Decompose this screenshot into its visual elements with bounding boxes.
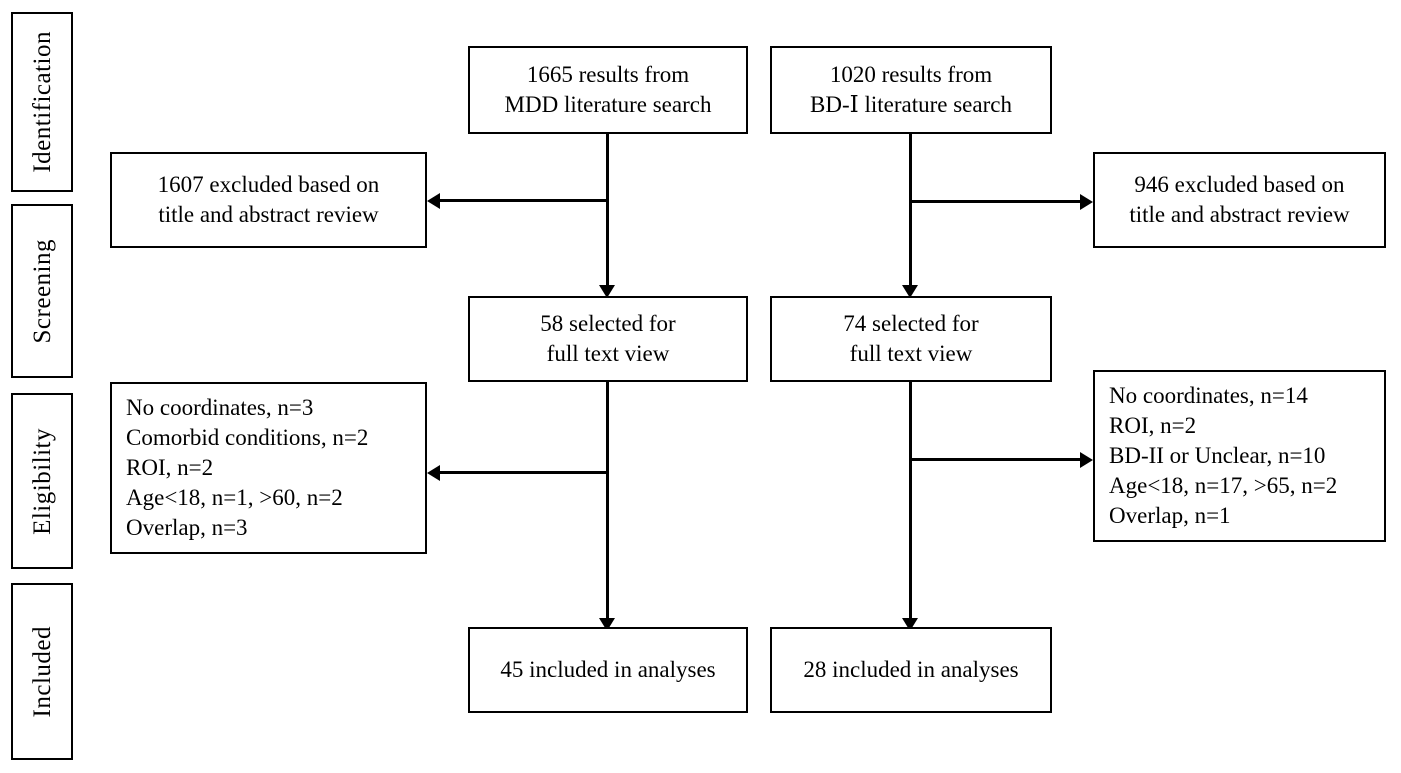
arrowhead-mdd-eligibility-exclusion <box>427 465 440 481</box>
stage-label-included: Included <box>11 583 73 760</box>
stage-label-eligibility-text: Eligibility <box>28 427 56 535</box>
box-bd1-identification-line-1: 1020 results from <box>829 62 993 88</box>
box-mdd-fulltext-line-2: full text view <box>546 341 670 366</box>
stage-label-included-text: Included <box>28 625 56 718</box>
arrowhead-mdd-to-fulltext <box>599 285 615 298</box>
arrowhead-bd1-eligibility-exclusion <box>1080 452 1093 468</box>
stage-label-identification-text: Identification <box>28 31 56 173</box>
box-bd1-excluded-eligibility-line-1: No coordinates, n=14 <box>1109 383 1308 409</box>
box-mdd-fulltext: 58 selected for full text view <box>468 296 748 382</box>
box-mdd-excluded-eligibility-line-1: No coordinates, n=3 <box>126 395 314 421</box>
box-mdd-included: 45 included in analyses <box>468 627 748 713</box>
stage-label-screening-text: Screening <box>28 238 56 344</box>
box-mdd-excluded-eligibility-line-5: Overlap, n=3 <box>126 514 248 540</box>
box-bd1-fulltext: 74 selected for full text view <box>770 296 1052 382</box>
box-bd1-identification-line-2: BD-Ⅰ literature search <box>810 92 1012 117</box>
stage-label-eligibility: Eligibility <box>11 393 73 569</box>
box-mdd-identification-line-2: MDD literature search <box>504 92 712 117</box>
stage-label-identification: Identification <box>11 12 73 192</box>
connector-bd1-screening-exclusion <box>911 200 1081 203</box>
arrowhead-bd1-to-fulltext <box>902 285 918 298</box>
connector-mdd-identification-to-fulltext <box>606 132 609 292</box>
box-bd1-fulltext-line-2: full text view <box>849 341 973 366</box>
box-bd1-excluded-eligibility-line-3: BD-II or Unclear, n=10 <box>1109 443 1326 469</box>
box-bd1-excluded-eligibility-line-4: Age<18, n=17, >65, n=2 <box>1109 472 1338 498</box>
box-mdd-excluded-eligibility-line-3: ROI, n=2 <box>126 455 214 481</box>
box-mdd-excluded-screening-line-2: title and abstract review <box>158 202 379 227</box>
box-bd1-included: 28 included in analyses <box>770 627 1052 713</box>
box-bd1-excluded-screening-line-2: title and abstract review <box>1129 202 1350 227</box>
box-bd1-excluded-eligibility-line-5: Overlap, n=1 <box>1109 502 1231 528</box>
box-mdd-excluded-eligibility: No coordinates, n=3 Comorbid conditions,… <box>110 382 427 554</box>
box-mdd-identification: 1665 results from MDD literature search <box>468 46 748 134</box>
box-bd1-excluded-screening-line-1: 946 excluded based on <box>1134 172 1345 198</box>
box-mdd-identification-line-1: 1665 results from <box>526 62 690 88</box>
connector-mdd-eligibility-exclusion <box>440 471 608 474</box>
box-bd1-excluded-screening: 946 excluded based on title and abstract… <box>1093 152 1386 248</box>
connector-bd1-identification-to-fulltext <box>909 132 912 292</box>
box-mdd-excluded-eligibility-line-2: Comorbid conditions, n=2 <box>126 425 369 451</box>
box-mdd-excluded-eligibility-line-4: Age<18, n=1, >60, n=2 <box>126 484 343 510</box>
box-mdd-excluded-screening: 1607 excluded based on title and abstrac… <box>110 152 427 248</box>
box-bd1-included-line-1: 28 included in analyses <box>803 657 1019 683</box>
connector-mdd-fulltext-to-included <box>606 381 609 631</box>
arrowhead-mdd-screening-exclusion <box>427 193 440 209</box>
box-mdd-excluded-screening-line-1: 1607 excluded based on <box>157 172 380 198</box>
stage-label-screening: Screening <box>11 204 73 378</box>
connector-mdd-screening-exclusion <box>440 199 608 202</box>
box-bd1-excluded-eligibility-line-2: ROI, n=2 <box>1109 413 1197 439</box>
box-mdd-included-line-1: 45 included in analyses <box>500 657 716 683</box>
connector-bd1-eligibility-exclusion <box>911 458 1081 461</box>
box-bd1-excluded-eligibility: No coordinates, n=14 ROI, n=2 BD-II or U… <box>1093 370 1386 542</box>
box-bd1-identification: 1020 results from BD-Ⅰ literature search <box>770 46 1052 134</box>
connector-bd1-fulltext-to-included <box>909 381 912 631</box>
arrowhead-bd1-screening-exclusion <box>1080 194 1093 210</box>
box-bd1-fulltext-line-1: 74 selected for <box>843 311 979 337</box>
box-mdd-fulltext-line-1: 58 selected for <box>540 311 676 337</box>
